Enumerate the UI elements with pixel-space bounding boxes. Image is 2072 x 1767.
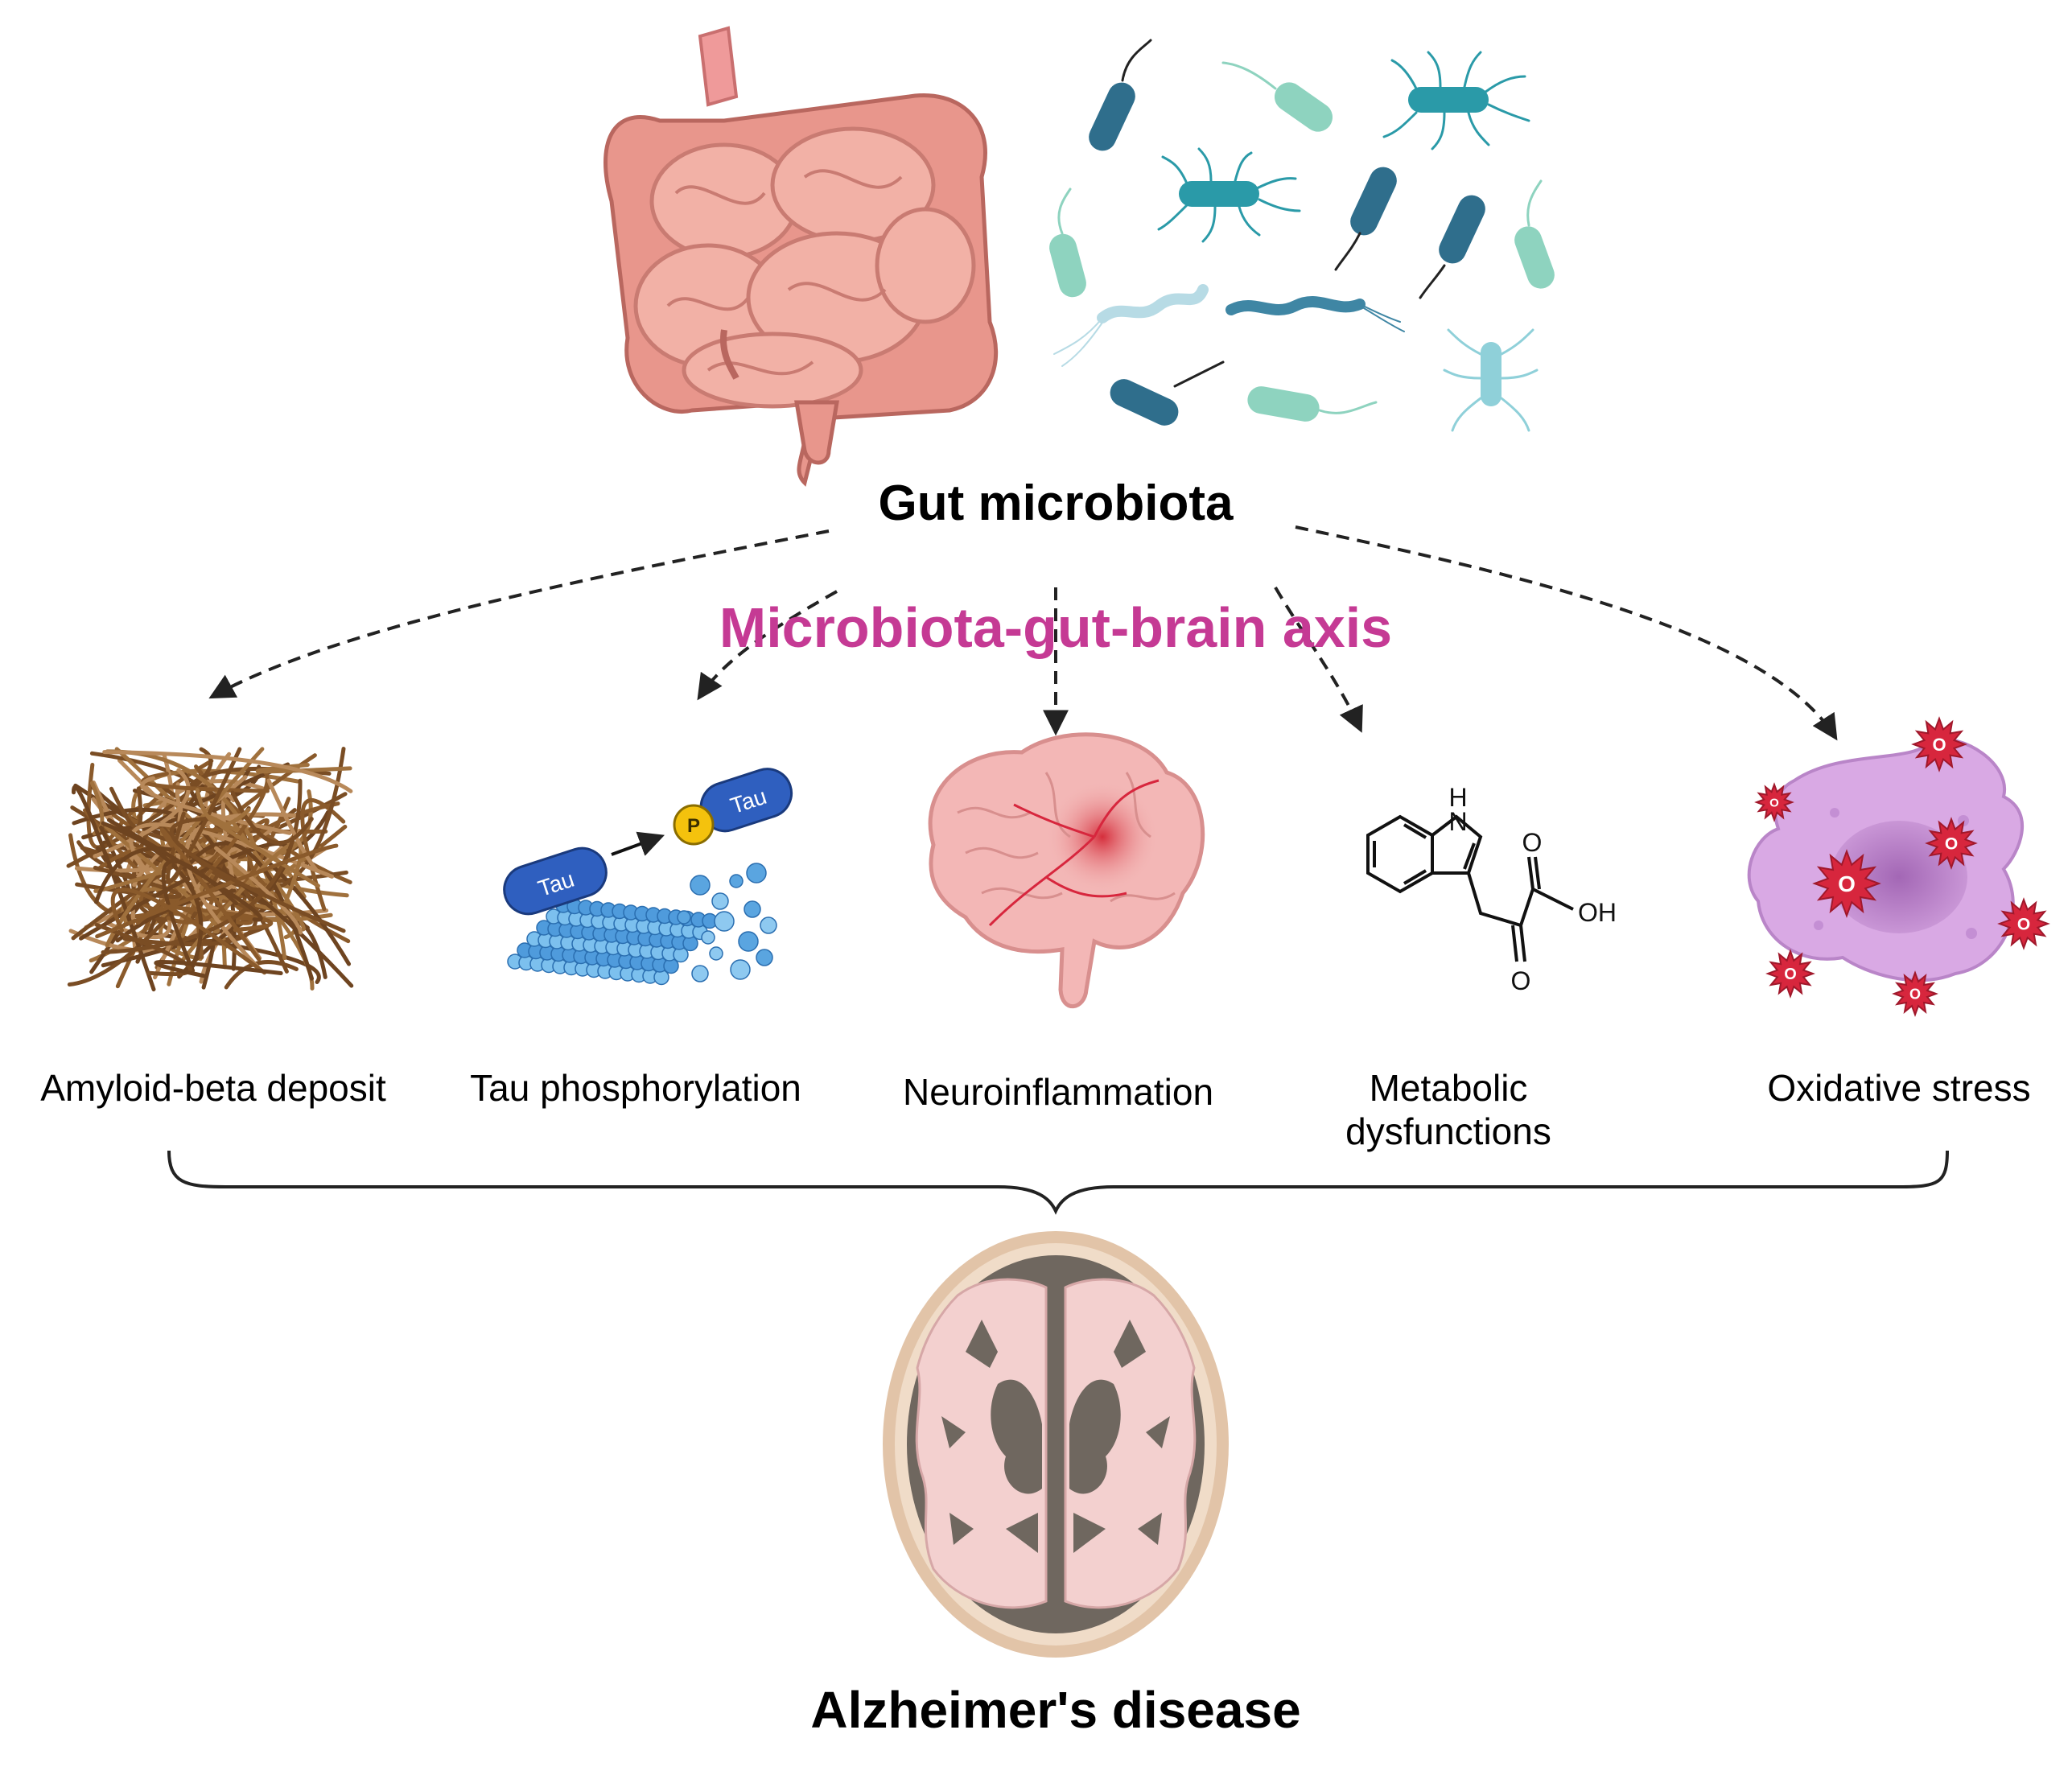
ros-oxygen-label: O	[1784, 966, 1797, 983]
intestine-illustration	[603, 26, 999, 487]
tau-protein-left	[503, 846, 608, 916]
alzheimers-disease-label: Alzheimer's disease	[810, 1681, 1301, 1739]
mechanism-label-metabolic: Metabolic dysfunctions	[1345, 1067, 1551, 1152]
molecule-o-top: O	[1522, 828, 1543, 857]
molecule-o-bottom: O	[1511, 966, 1531, 995]
mechanism-label-neuroinflammation: Neuroinflammation	[902, 1071, 1214, 1113]
arrow-to-oxidative	[1295, 525, 1838, 741]
ros-oxygen-label: O	[1909, 986, 1921, 1003]
microbiota-gut-brain-axis-label: Microbiota-gut-brain axis	[719, 596, 1393, 659]
bacteria-cluster	[1049, 39, 1555, 432]
arrow-to-tau	[697, 590, 838, 701]
phosphate-badge	[673, 804, 715, 846]
grouping-brace	[167, 1150, 1949, 1215]
ros-oxygen-label: O	[1945, 835, 1958, 854]
amyloid-tangle-illustration	[66, 747, 354, 992]
indole-molecule-illustration	[1366, 814, 1574, 962]
tau-phosphorylation-illustration: Tau Tau P	[503, 768, 793, 986]
mechanism-label-amyloid: Amyloid-beta deposit	[40, 1067, 386, 1109]
phosphate-label: P	[687, 815, 700, 837]
mechanism-label-tau: Tau phosphorylation	[470, 1067, 801, 1109]
mechanism-label-oxidative: Oxidative stress	[1767, 1067, 2031, 1109]
gut-microbiota-label: Gut microbiota	[878, 476, 1234, 531]
oxidative-cell-illustration: O O O O O O O	[1747, 716, 2050, 1017]
ros-oxygen-label: O	[1838, 871, 1856, 896]
ros-oxygen-label: O	[1932, 735, 1946, 755]
phosphorylation-arrow	[611, 831, 665, 856]
ros-oxygen-label: O	[1769, 797, 1779, 810]
arrows	[208, 525, 1838, 741]
ros-oxygen-label: O	[2017, 916, 2030, 934]
molecule-n: N	[1448, 807, 1467, 836]
molecule-oh: OH	[1578, 898, 1617, 927]
molecule-h: H	[1448, 783, 1467, 812]
alzheimers-brain-slice-illustration	[883, 1231, 1229, 1658]
arrow-to-amyloid	[208, 529, 830, 699]
inflamed-brain-illustration	[928, 732, 1205, 1009]
